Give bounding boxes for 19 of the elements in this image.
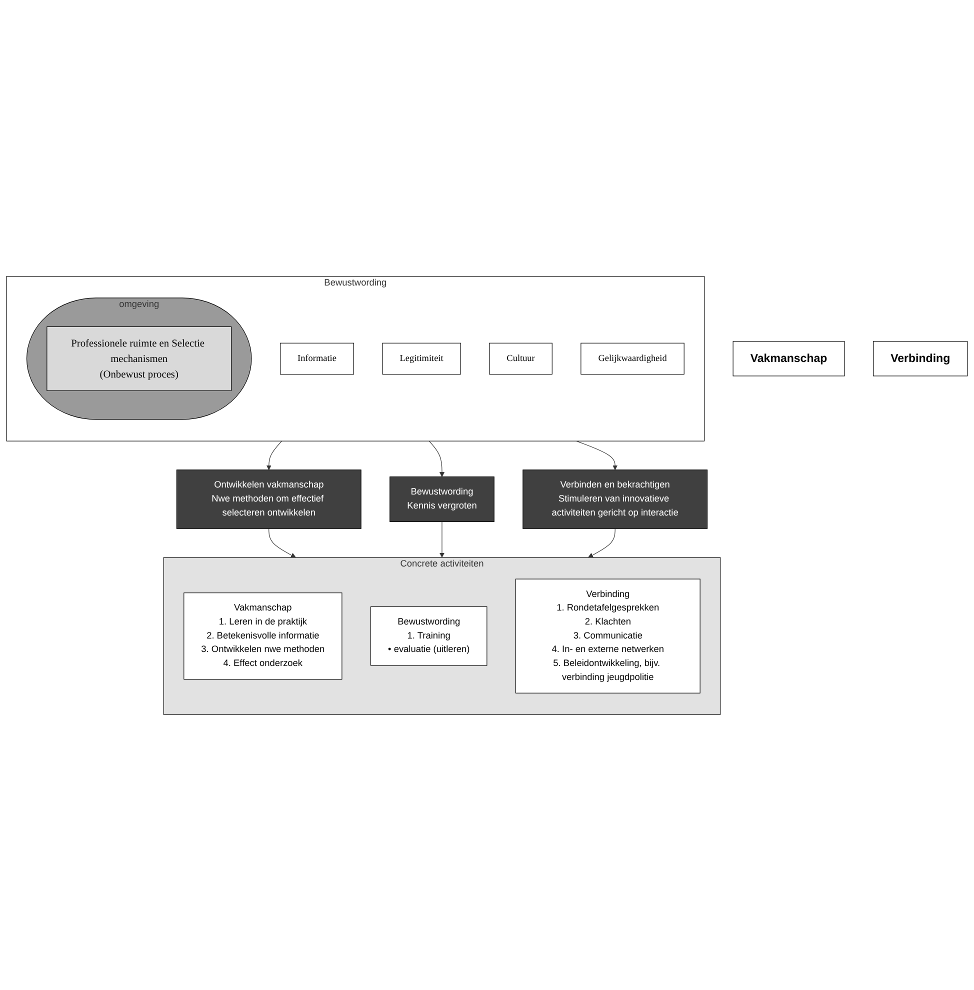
node-box: Legitimiteit <box>382 342 461 374</box>
arrow <box>266 440 282 470</box>
node-box: Professionele ruimte en Selectie mechanismen (Onbewust proces) <box>46 326 232 390</box>
node-box: Vakmanschap 1. Leren in de praktijk 2. Betekenisvolle informatie 3. Ontwikkelen nwe methoden 4. Effect onderzoek <box>184 592 342 680</box>
arrow <box>588 528 616 558</box>
node-box: Bewustwording Kennis vergroten <box>390 476 494 522</box>
node-box: Informatie <box>280 342 354 374</box>
node-box: Verbinding <box>873 340 968 376</box>
arrow <box>576 440 618 470</box>
node-box: Bewustwording 1. Training • evaluatie (uitleren) <box>370 606 488 666</box>
node-box: Verbinden en bekrachtigen Stimuleren van innovatieve activiteiten gericht op interactie <box>522 469 708 528</box>
node-box: Cultuur <box>489 342 552 374</box>
node-box: Verbinding 1. Rondetafelgesprekken 2. Klachten 3. Communicatie 4. In- en externe netwerken 5. Beleidontwikkeling, bijv. verbinding jeugdpolitie <box>515 578 700 693</box>
arrow <box>268 528 296 558</box>
node-box: Ontwikkelen vakmanschap Nwe methoden om effectief selecteren ontwikkelen <box>176 469 362 528</box>
arrow <box>428 440 445 476</box>
node-box: Gelijkwaardigheid <box>580 342 684 374</box>
arrow <box>439 520 445 558</box>
node-box: Vakmanschap <box>732 340 845 376</box>
